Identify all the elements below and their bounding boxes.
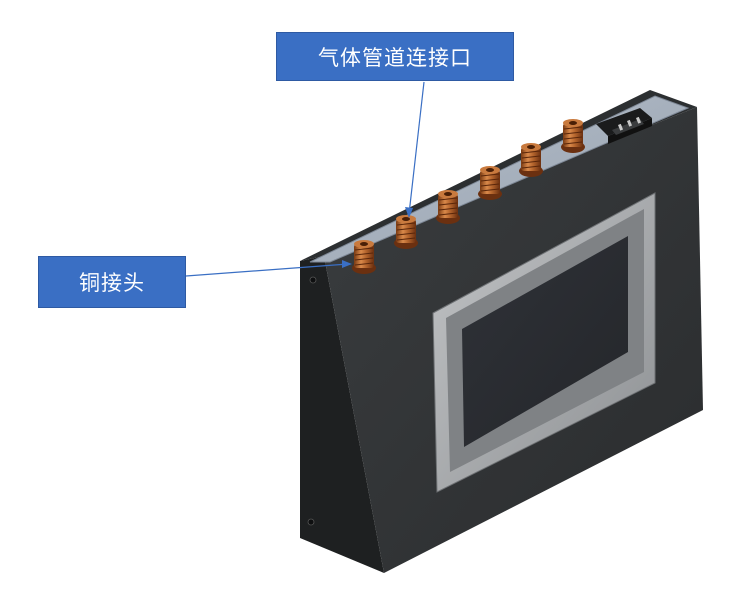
display-screen	[462, 236, 628, 447]
copper-fitting-icon	[561, 119, 585, 153]
copper-fitting-icon	[394, 215, 418, 249]
device-left-side	[300, 256, 384, 573]
power-socket-icon	[596, 108, 652, 144]
copper-fitting-icon	[352, 240, 376, 274]
copper-fitting-icon	[478, 166, 502, 200]
leader-line-gas-port	[408, 81, 425, 215]
callout-gas-port: 气体管道连接口	[276, 32, 514, 81]
screw-hole	[309, 276, 317, 284]
callout-copper-fitting: 铜接头	[38, 256, 186, 308]
copper-fitting-icon	[436, 190, 460, 224]
copper-fitting-icon	[519, 143, 543, 177]
screw-hole	[307, 518, 315, 526]
leader-line-copper-fitting	[185, 263, 349, 277]
